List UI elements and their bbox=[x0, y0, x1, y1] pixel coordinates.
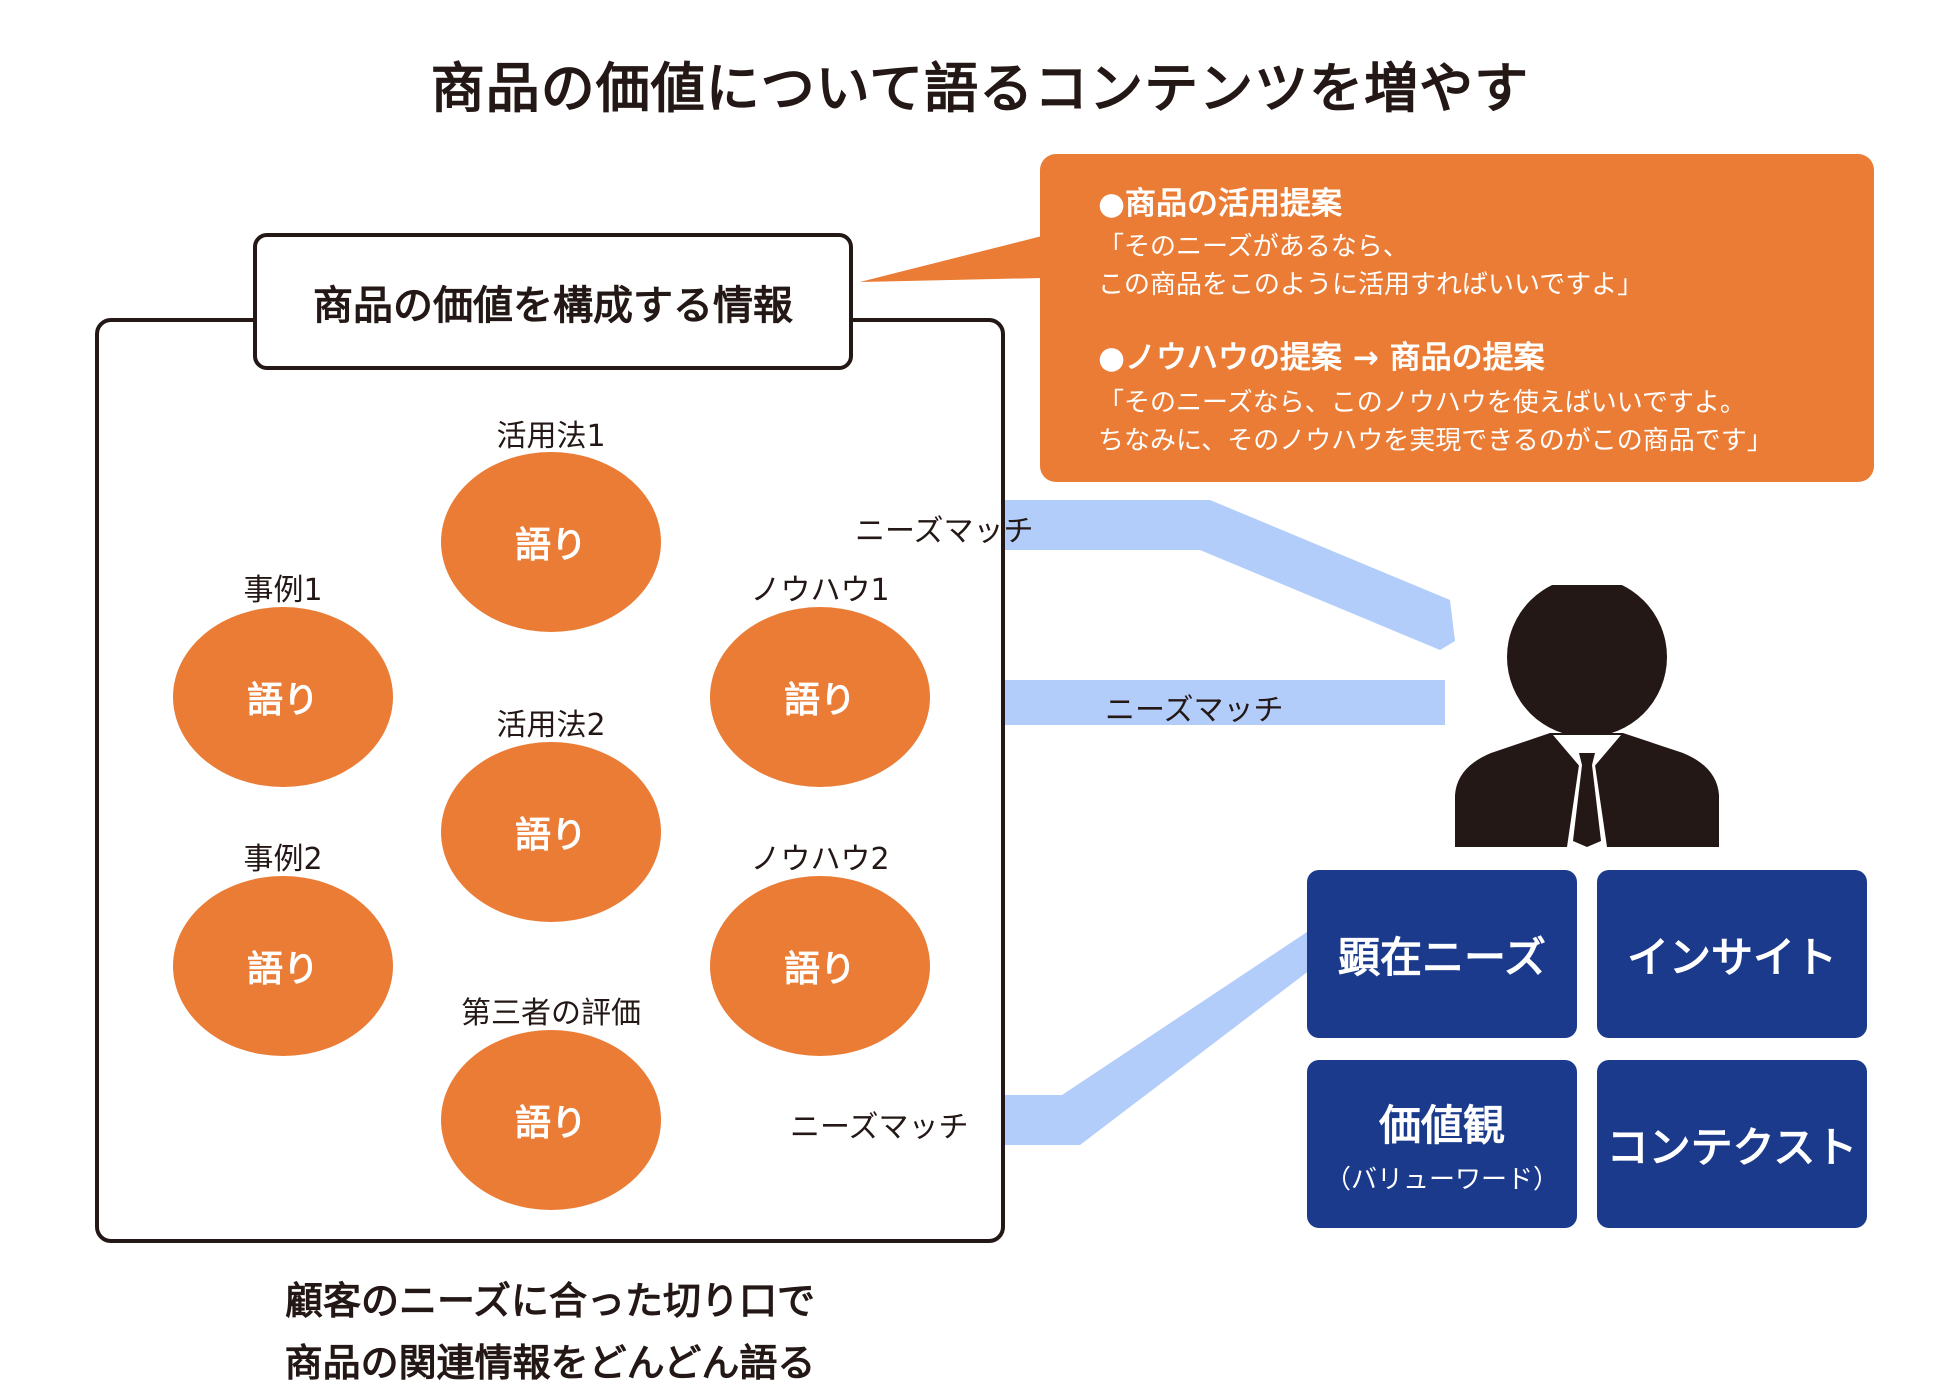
talk-bubble-usage-2: 語り bbox=[441, 742, 661, 922]
talk-bubble-knowhow-2: 語り bbox=[710, 876, 930, 1056]
node-label-case-2: 事例2 bbox=[243, 842, 323, 877]
talk-bubble-usage-1: 語り bbox=[441, 452, 661, 632]
explicit-needs-box: 顕在ニーズ bbox=[1307, 870, 1577, 1038]
arrow-need-match-2 bbox=[928, 658, 1445, 745]
talk-bubble-case-1: 語り bbox=[173, 607, 393, 787]
arrow-label-2: ニーズマッチ bbox=[1105, 693, 1284, 728]
caption-line-1: 顧客のニーズに合った切り口で bbox=[284, 1279, 816, 1323]
talk-bubble-knowhow-1: 語り bbox=[710, 607, 930, 787]
talk-bubble-case-2: 語り bbox=[173, 876, 393, 1056]
callout-line: この商品をこのように活用すればいいですよ」 bbox=[1098, 270, 1644, 300]
suggestion-callout: ●商品の活用提案 「そのニーズがあるなら、 この商品をこのように活用すればいいで… bbox=[1040, 154, 1874, 482]
node-label-usage-1: 活用法1 bbox=[496, 419, 606, 454]
arrow-label-1: ニーズマッチ bbox=[855, 514, 1034, 549]
customer-person-icon bbox=[1455, 585, 1719, 847]
callout-heading-usage: ●商品の活用提案 bbox=[1098, 186, 1343, 222]
node-label-usage-2: 活用法2 bbox=[496, 708, 606, 743]
values-label: 価値観 bbox=[1378, 1101, 1505, 1150]
insight-label: インサイト bbox=[1626, 932, 1837, 982]
page-title: 商品の価値について語るコンテンツを増やす bbox=[430, 57, 1530, 120]
caption-line-2: 商品の関連情報をどんどん語る bbox=[284, 1341, 816, 1385]
values-box: 価値観 （バリューワード） bbox=[1307, 1060, 1577, 1228]
values-sub-label: （バリューワード） bbox=[1324, 1165, 1559, 1195]
talk-bubble-third-party: 語り bbox=[441, 1030, 661, 1210]
node-label-case-1: 事例1 bbox=[243, 573, 323, 608]
callout-line: 「そのニーズがあるなら、 bbox=[1098, 232, 1409, 262]
bottom-caption: 顧客のニーズに合った切り口で 商品の関連情報をどんどん語る bbox=[95, 1270, 1005, 1394]
explicit-needs-label: 顕在ニーズ bbox=[1338, 932, 1546, 982]
callout-line: ちなみに、そのノウハウを実現できるのがこの商品です」 bbox=[1098, 426, 1773, 456]
context-label: コンテクスト bbox=[1606, 1122, 1858, 1172]
node-label-knowhow-1: ノウハウ1 bbox=[750, 573, 890, 608]
callout-heading-knowhow: ●ノウハウの提案 → 商品の提案 bbox=[1098, 340, 1545, 376]
node-label-knowhow-2: ノウハウ2 bbox=[750, 842, 890, 877]
callout-pointer bbox=[860, 236, 1042, 282]
arrow-label-3: ニーズマッチ bbox=[790, 1110, 969, 1145]
frame-label: 商品の価値を構成する情報 bbox=[253, 233, 853, 370]
insight-box: インサイト bbox=[1597, 870, 1867, 1038]
node-label-third-party: 第三者の評価 bbox=[461, 996, 641, 1031]
context-box: コンテクスト bbox=[1597, 1060, 1867, 1228]
callout-line: 「そのニーズなら、このノウハウを使えばいいですよ。 bbox=[1098, 388, 1746, 418]
